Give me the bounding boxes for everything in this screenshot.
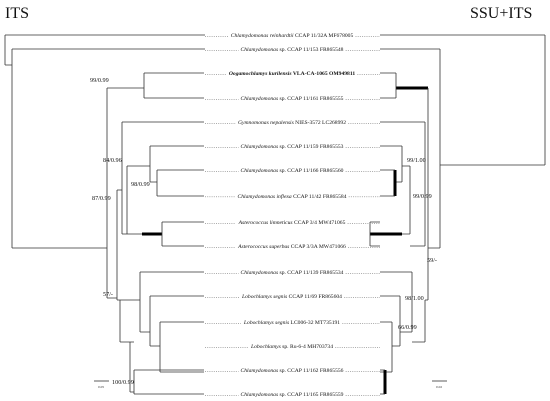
taxon-label: Asterococcus limneticus CCAP 3/4 MW47106…	[238, 220, 346, 226]
taxon-strain-accession: CCAP 11/69 FR865604	[287, 294, 342, 300]
taxon-label: Chlamydomonas sp. CCAP 11/161 FR865555	[241, 96, 344, 102]
left-branch	[156, 169, 204, 197]
taxon-genus-species: Gymnomonas nepalensis	[238, 120, 294, 126]
left-branch	[119, 299, 140, 343]
left-branch	[121, 121, 204, 235]
left-support-label: 84/0.96	[103, 157, 122, 164]
taxon-label: Lobochlamys sp. Ru-6-4 MH703734	[250, 344, 333, 350]
taxon-strain-accession: CCAP 3/4 MW471065	[293, 220, 346, 226]
left-support-label: 99/0.99	[90, 77, 109, 84]
taxon-strain-accession: NIES-3572 LC268992	[294, 120, 346, 126]
right-branch	[380, 295, 401, 347]
taxon-strain-accession: CCAP 3/3A MW471066	[289, 244, 346, 250]
right-branch	[402, 165, 411, 235]
left-support-label: 100/0.99	[112, 379, 134, 386]
taxon-strain-accession: sp. CCAP 11/161 FR865555	[278, 96, 344, 102]
left-support-values: 99/0.99 84/0.96 98/0.99 87/0.99 57/- 100…	[90, 77, 150, 386]
taxon-strain-accession: sp. CCAP 11/165 FR865559	[278, 392, 344, 398]
taxon-label: Chlamydomonas sp. CCAP 11/153 FR865548	[241, 47, 344, 53]
right-branch	[380, 271, 413, 333]
taxon-label: Lobochlamys segnis CCAP 11/69 FR865604	[241, 294, 342, 300]
taxon-label: Chlamydomonas reinhardtii CCAP 11/32A MF…	[231, 33, 354, 39]
taxon-label: Lobochlamys segnis LC006-32 MT735191	[243, 320, 340, 326]
taxon-genus-species: Chlamydomonas	[241, 47, 279, 53]
taxon-label: Asterococcus superbus CCAP 3/3A MW471066	[237, 244, 346, 250]
left-branch	[149, 145, 204, 183]
left-branch	[106, 87, 144, 299]
right-support-label: 59/-	[427, 257, 437, 264]
left-tree: 0.05	[4, 34, 205, 395]
taxon-label: Oogamochlamys kurilensis VLA-CA-1065 OM9…	[229, 71, 355, 77]
right-branch	[412, 300, 426, 343]
left-branch	[161, 221, 204, 247]
taxon-genus-species: Lobochlamys segnis	[243, 320, 289, 326]
taxon-label: Chlamydomonas sp. CCAP 11/159 FR865553	[241, 144, 344, 150]
right-branch	[380, 169, 395, 197]
taxon-strain-accession: CCAP 11/42 FR865584	[292, 194, 347, 200]
right-tree: 0.02	[369, 34, 546, 395]
left-tree-title: ITS	[5, 5, 29, 22]
taxon-label: Chlamydomonas sp. CCAP 11/139 FR865534	[241, 270, 344, 276]
right-branch	[380, 369, 385, 395]
right-support-label: 99/0.99	[413, 193, 432, 200]
left-scale-label: 0.05	[98, 385, 104, 389]
right-branch	[380, 321, 393, 373]
taxon-genus-species: Lobochlamys	[250, 344, 281, 350]
taxon-label: Chlamydomonas sp. CCAP 11/162 FR865556	[241, 368, 344, 374]
taxon-strain-accession: CCAP 11/32A MF678005	[294, 33, 354, 39]
right-support-label: 98/1.00	[405, 295, 424, 302]
right-branch	[380, 48, 441, 249]
right-branch	[380, 34, 546, 166]
right-branch	[380, 121, 426, 247]
taxon-strain-accession: sp. Ru-6-4 MH703734	[281, 344, 333, 350]
taxon-genus-species: Lobochlamys segnis	[241, 294, 287, 300]
left-branch	[133, 369, 204, 395]
taxon-genus-species: Chlamydomonas inflexa	[238, 193, 292, 200]
right-branch	[369, 221, 380, 247]
taxon-genus-species: Chlamydomonas reinhardtii	[231, 33, 294, 39]
right-support-label: 66/0.99	[398, 324, 417, 331]
taxon-label: Chlamydomonas inflexa CCAP 11/42 FR86558…	[238, 193, 347, 200]
right-branch	[380, 145, 403, 183]
taxon-strain-accession: sp. CCAP 11/139 FR865534	[278, 270, 344, 276]
taxon-strain-accession: VLA-CA-1065 OM949811	[292, 71, 356, 77]
taxon-genus-species: Chlamydomonas	[241, 96, 279, 102]
taxon-genus-species: Chlamydomonas	[241, 392, 279, 398]
right-support-values: 99/1.00 99/0.99 59/- 98/1.00 66/0.99	[398, 157, 437, 331]
taxon-genus-species: Asterococcus superbus	[237, 244, 289, 250]
taxa-layer: Chlamydomonas reinhardtii CCAP 11/32A MF…	[205, 33, 380, 398]
left-branch	[129, 341, 134, 393]
taxon-strain-accession: sp. CCAP 11/153 FR865548	[278, 47, 344, 53]
left-branch	[139, 271, 204, 333]
right-tree-title: SSU+ITS	[470, 5, 532, 22]
taxon-strain-accession: sp. CCAP 11/159 FR865553	[278, 144, 344, 150]
left-branch	[149, 295, 204, 347]
left-branch	[126, 165, 150, 235]
taxon-genus-species: Chlamydomonas	[241, 144, 279, 150]
right-branch	[425, 88, 429, 301]
taxon-strain-accession: LC006-32 MT735191	[289, 320, 340, 326]
taxon-strain-accession: sp. CCAP 11/162 FR865556	[278, 368, 344, 374]
left-branch	[4, 34, 205, 66]
taxon-genus-species: Chlamydomonas	[241, 270, 279, 276]
left-support-label: 98/0.99	[131, 181, 150, 188]
taxon-label: Gymnomonas nepalensis NIES-3572 LC268992	[238, 120, 346, 126]
taxon-genus-species: Asterococcus limneticus	[238, 220, 293, 226]
taxon-label: Chlamydomonas sp. CCAP 11/165 FR865559	[241, 392, 344, 398]
left-branch	[11, 48, 205, 249]
taxon-strain-accession: sp. CCAP 11/166 FR865560	[278, 168, 344, 174]
left-support-label: 57/-	[103, 291, 113, 298]
left-branch	[116, 189, 122, 301]
taxon-genus-species: Chlamydomonas	[241, 368, 279, 374]
left-support-label: 87/0.99	[92, 195, 111, 202]
left-branch	[143, 72, 204, 99]
taxon-genus-species: Chlamydomonas	[241, 168, 279, 174]
taxon-genus-species: Oogamochlamys kurilensis	[229, 71, 292, 77]
right-branch	[380, 72, 397, 99]
left-branch	[159, 321, 204, 373]
taxon-label: Chlamydomonas sp. CCAP 11/166 FR865560	[241, 168, 344, 174]
right-scale-label: 0.02	[436, 385, 442, 389]
right-support-label: 99/1.00	[407, 157, 426, 164]
